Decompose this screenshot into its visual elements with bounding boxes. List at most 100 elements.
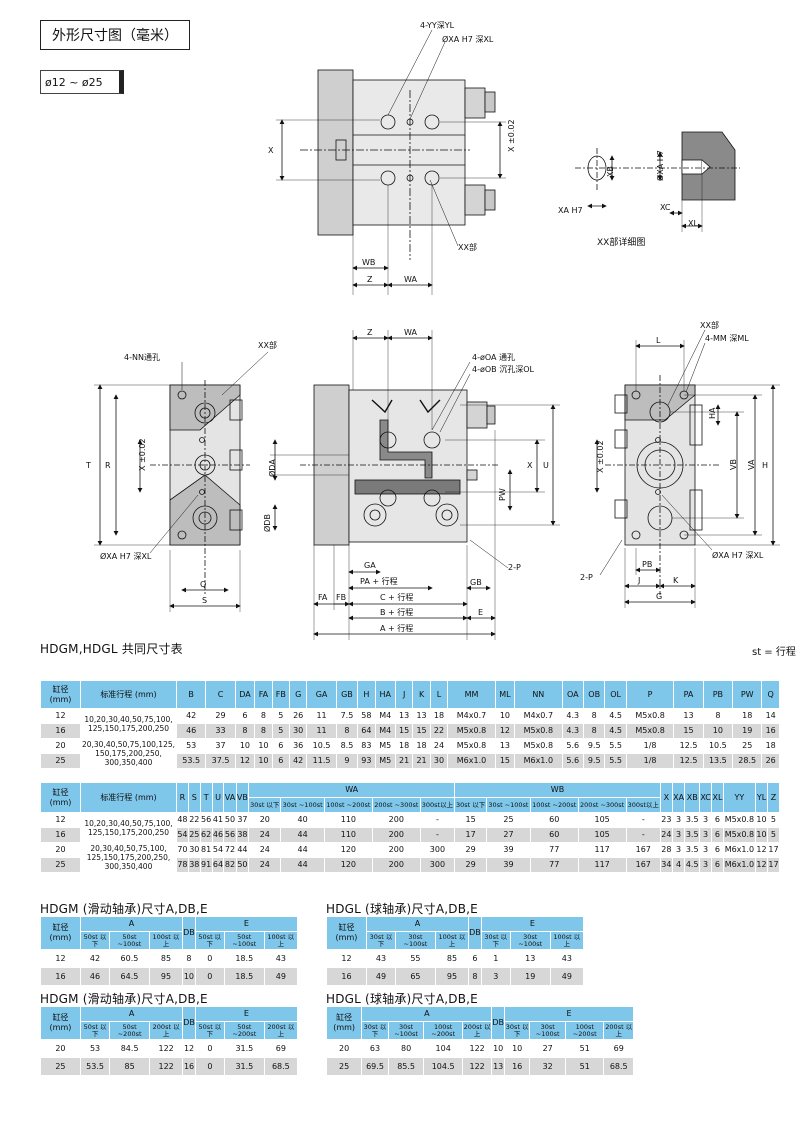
table-cell: 60 [529, 812, 579, 828]
table-cell: 13 [491, 1057, 506, 1076]
table-cell: 31.5 [223, 1057, 265, 1076]
table-cell: 30 [187, 842, 201, 858]
column-header: XL [711, 782, 724, 813]
column-subheader: 50st ~200st [109, 1021, 151, 1040]
label-xa-left: ØXA H7 深XL [100, 551, 152, 561]
table-cell: 117 [577, 857, 627, 873]
label-yy: 4-YY深YL [420, 21, 455, 30]
column-header: MM [447, 680, 496, 709]
table-cell: 8 [468, 967, 482, 986]
column-header: R [176, 782, 189, 813]
table-cell: 28.5 [732, 753, 763, 769]
table-cell: 54 [176, 827, 189, 843]
table-cell: - [419, 827, 456, 843]
label-pa: PA + 行程 [360, 576, 398, 586]
table-cell: M5x0.8 [514, 723, 563, 739]
table-cell: 12.5 [673, 738, 704, 754]
table-cell: 15 [494, 753, 516, 769]
column-header: OA [561, 680, 584, 709]
table-cell: 5 [766, 827, 781, 843]
column-header: P [625, 680, 675, 709]
label-ha: HA [708, 407, 717, 419]
column-subheader: 300st以上 [419, 797, 456, 813]
table-cell: 16 [761, 723, 780, 739]
top-view-drawing [276, 29, 506, 295]
table-cell: 16 [182, 1057, 196, 1076]
column-subheader: 100st ~200st [565, 1021, 605, 1040]
bore-range-label: ø12 ~ ø25 [40, 70, 124, 94]
table-cell: 29 [454, 857, 488, 873]
label-z-side: Z [367, 328, 373, 337]
table-cell: 5.6 [561, 753, 584, 769]
column-subheader: 100st ~200st [529, 797, 579, 813]
table-cell: 64 [211, 857, 225, 873]
column-header: GB [335, 680, 359, 709]
table-cell: - [419, 812, 456, 828]
table-cell: 12 [755, 857, 768, 873]
table-cell: 43 [365, 949, 397, 968]
column-subheader: 30st 以下 [365, 931, 397, 950]
table-cell: 20 [40, 1039, 81, 1058]
table-cell: 28 [659, 842, 673, 858]
label-db: ØDB [262, 514, 272, 532]
table-cell: 93 [357, 753, 376, 769]
column-header: Q [761, 680, 780, 709]
column-subheader: 100st ~200st [323, 797, 373, 813]
column-header: XC [698, 782, 713, 813]
label-xx-left: XX部 [258, 340, 277, 350]
table-cell: 11 [306, 708, 337, 724]
table-cell: 53.5 [79, 1057, 111, 1076]
table-cell: 6 [468, 949, 482, 968]
table-cell: 16 [40, 827, 81, 843]
table-cell: 17 [766, 842, 781, 858]
small-table-3-title: HDGM (滑动轴承)尺寸A,DB,E [40, 992, 208, 1006]
table-cell: 0 [194, 967, 225, 986]
column-header: FA [254, 680, 273, 709]
table-cell: 10,20,30,40,50,75,100, 125,150,175,200,2… [80, 812, 177, 843]
table-cell: 13 [494, 738, 516, 754]
table-cell: 26 [288, 708, 308, 724]
table-cell: 5.5 [604, 738, 627, 754]
column-header: DB [468, 916, 482, 950]
table-cell: 12 [40, 949, 81, 968]
label-x-side: X [527, 461, 533, 470]
table-cell: 13 [673, 708, 704, 724]
column-header: XB [684, 782, 700, 813]
table-cell: 10 [254, 753, 273, 769]
column-subheader: 30st 以下 [248, 797, 282, 813]
column-header: HA [374, 680, 396, 709]
table-cell: 12 [755, 842, 768, 858]
table-cell: 18 [429, 708, 449, 724]
table-cell: 16 [326, 967, 367, 986]
table-cell: M5x0.8 [722, 812, 757, 828]
table-cell: 200 [371, 812, 421, 828]
column-header: DB [182, 916, 196, 950]
xx-detail-drawing [575, 131, 740, 232]
table-cell: 8 [582, 708, 606, 724]
table-cell: 69 [603, 1039, 634, 1058]
label-wa-side: WA [404, 328, 417, 337]
table-cell: 6 [271, 738, 290, 754]
table-cell: 4.3 [561, 708, 584, 724]
table-cell: 49 [263, 967, 299, 986]
table-cell: 110 [323, 827, 373, 843]
table-cell: 12.5 [673, 753, 704, 769]
table-cell: 84.5 [109, 1039, 151, 1058]
label-b: B + 行程 [380, 607, 413, 617]
table-cell: 12 [234, 753, 256, 769]
table-cell: 72 [223, 842, 237, 858]
column-subheader: 100st 以上 [148, 931, 184, 950]
label-da: ØDA [267, 459, 277, 477]
table-cell: 62 [199, 827, 213, 843]
table-cell: 20,30,40,50,75,100,125, 150,175,200,250,… [80, 738, 177, 769]
column-subheader: 50st ~100st [223, 931, 265, 950]
column-header: 标准行程 (mm) [80, 680, 177, 709]
label-gb: GB [470, 578, 482, 587]
